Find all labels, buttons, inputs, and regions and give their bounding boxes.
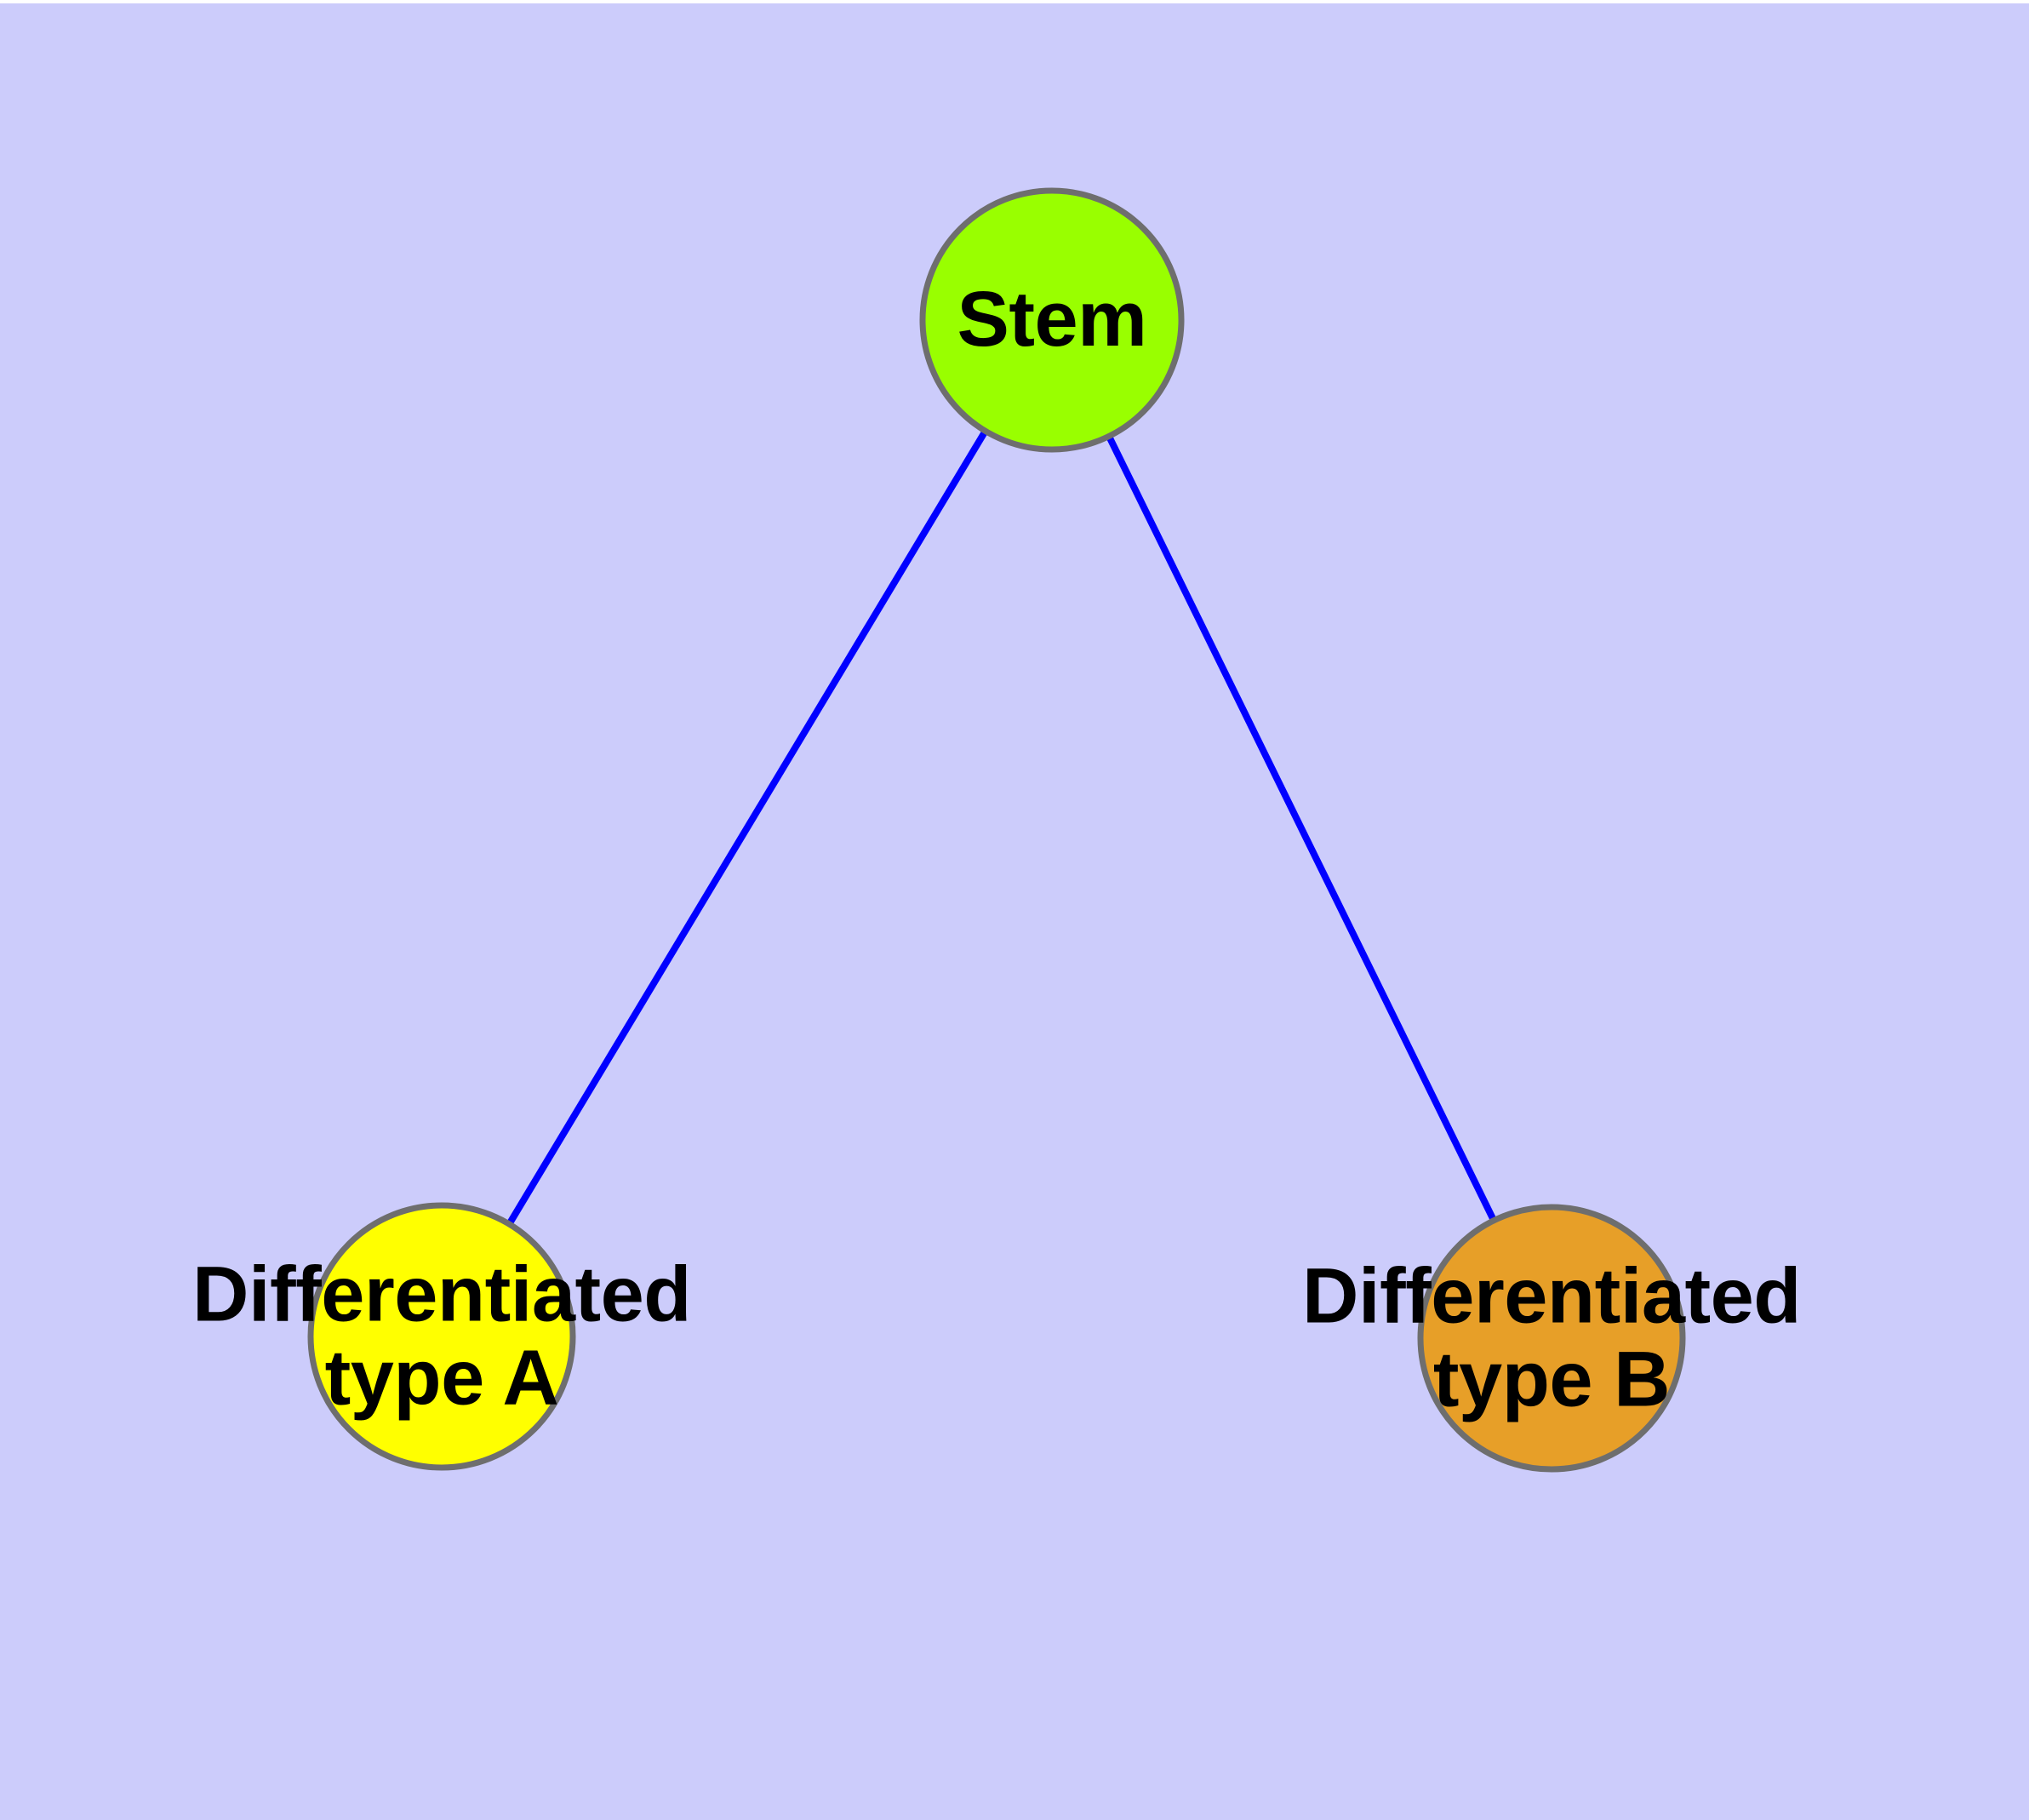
- graph-svg: [307, 187, 1686, 1473]
- graph-node-diff_b[interactable]: [1417, 1204, 1686, 1473]
- node-layer: [307, 187, 1686, 1473]
- graph-edge-stem-to-diff_b: [1104, 432, 1499, 1226]
- graph-node-stem[interactable]: [919, 187, 1185, 453]
- edge-layer: [504, 426, 1499, 1229]
- graph-node-diff_a[interactable]: [307, 1202, 576, 1471]
- graph-edge-stem-to-diff_a: [504, 426, 991, 1229]
